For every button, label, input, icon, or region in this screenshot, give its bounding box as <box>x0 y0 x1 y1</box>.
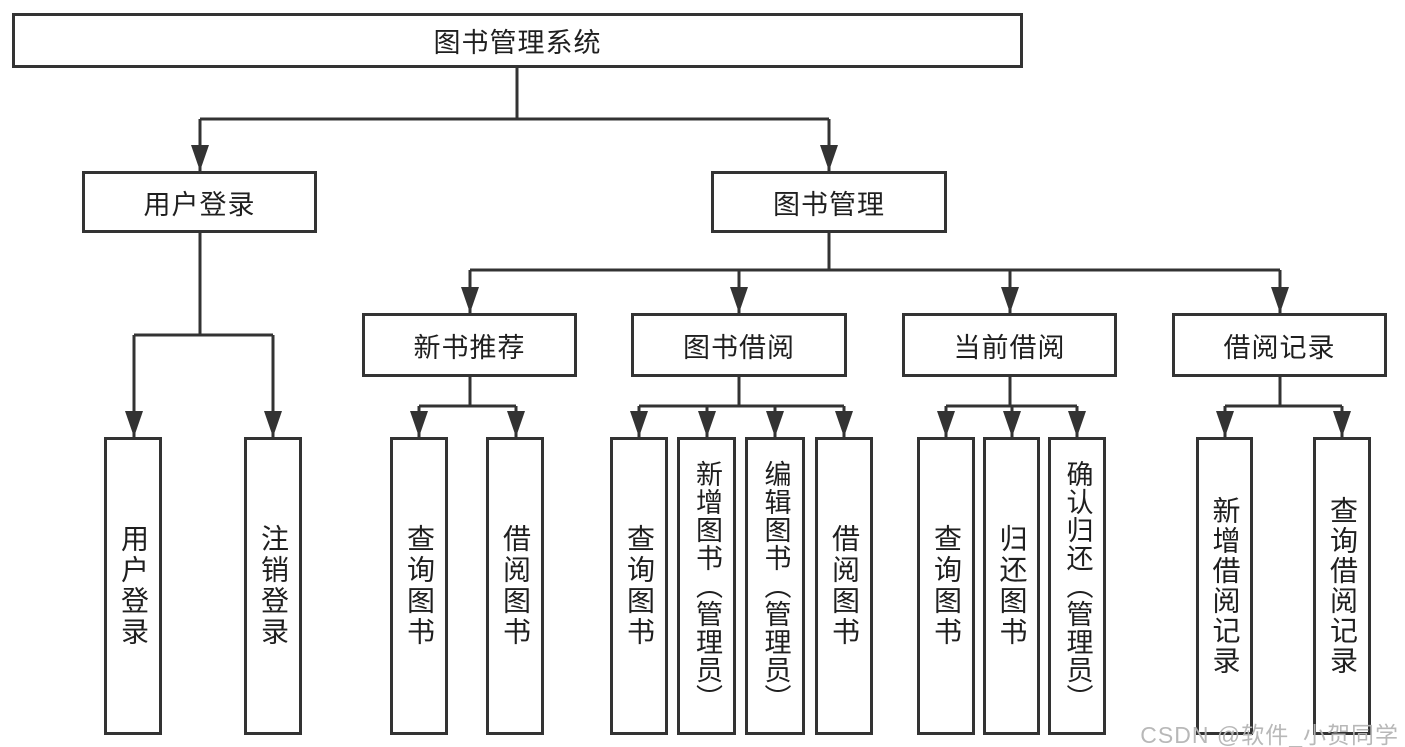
leaf-confirm-return-admin: 确认归还（管理员） <box>1048 437 1106 735</box>
leaf-add-books-admin-label: 新增图书（管理员） <box>692 460 722 712</box>
leaf-add-borrow-record: 新增借阅记录 <box>1196 437 1253 735</box>
leaf-return-books-label: 归还图书 <box>996 524 1028 648</box>
node-user-login-label: 用户登录 <box>143 189 256 220</box>
leaf-recommend-query-books: 查询图书 <box>390 437 448 735</box>
node-borrow-records: 借阅记录 <box>1172 313 1387 377</box>
arrowheads <box>125 145 1351 437</box>
leaf-borrow-books: 借阅图书 <box>815 437 873 735</box>
leaf-user-login-label: 用户登录 <box>118 524 149 648</box>
node-root-system: 图书管理系统 <box>12 13 1023 68</box>
csdn-watermark: CSDN @软件_小贺同学 <box>1140 722 1399 747</box>
node-borrow-records-label: 借阅记录 <box>1223 332 1336 363</box>
leaf-add-books-admin: 新增图书（管理员） <box>677 437 736 735</box>
leaf-current-query-books: 查询图书 <box>917 437 975 735</box>
leaf-query-borrow-record: 查询借阅记录 <box>1313 437 1371 735</box>
node-user-login: 用户登录 <box>82 171 317 233</box>
leaf-query-borrow-record-label: 查询借阅记录 <box>1327 496 1358 676</box>
leaf-edit-books-admin: 编辑图书（管理员） <box>745 437 805 735</box>
leaf-logout: 注销登录 <box>244 437 302 735</box>
leaf-return-books: 归还图书 <box>983 437 1040 735</box>
node-new-book-recommend: 新书推荐 <box>362 313 577 377</box>
node-current-borrow-label: 当前借阅 <box>953 332 1066 363</box>
node-book-borrow: 图书借阅 <box>631 313 847 377</box>
leaf-recommend-borrow-books-label: 借阅图书 <box>500 524 531 648</box>
node-current-borrow: 当前借阅 <box>902 313 1117 377</box>
leaf-logout-label: 注销登录 <box>258 524 289 648</box>
node-book-management-label: 图书管理 <box>773 189 885 220</box>
leaf-recommend-borrow-books: 借阅图书 <box>486 437 544 735</box>
leaf-borrow-books-label: 借阅图书 <box>829 524 860 648</box>
leaf-edit-books-admin-label: 编辑图书（管理员） <box>760 460 791 712</box>
node-book-borrow-label: 图书借阅 <box>683 332 795 363</box>
leaf-confirm-return-admin-label: 确认归还（管理员） <box>1062 460 1093 712</box>
node-root-system-label: 图书管理系统 <box>433 28 602 58</box>
leaf-borrow-query-books: 查询图书 <box>610 437 668 735</box>
leaf-recommend-query-books-label: 查询图书 <box>404 524 435 648</box>
leaf-borrow-query-books-label: 查询图书 <box>624 524 655 648</box>
node-new-book-recommend-label: 新书推荐 <box>413 332 526 363</box>
node-book-management: 图书管理 <box>711 171 947 233</box>
leaf-add-borrow-record-label: 新增借阅记录 <box>1209 496 1241 676</box>
leaf-user-login: 用户登录 <box>104 437 162 735</box>
leaf-current-query-books-label: 查询图书 <box>931 524 962 648</box>
